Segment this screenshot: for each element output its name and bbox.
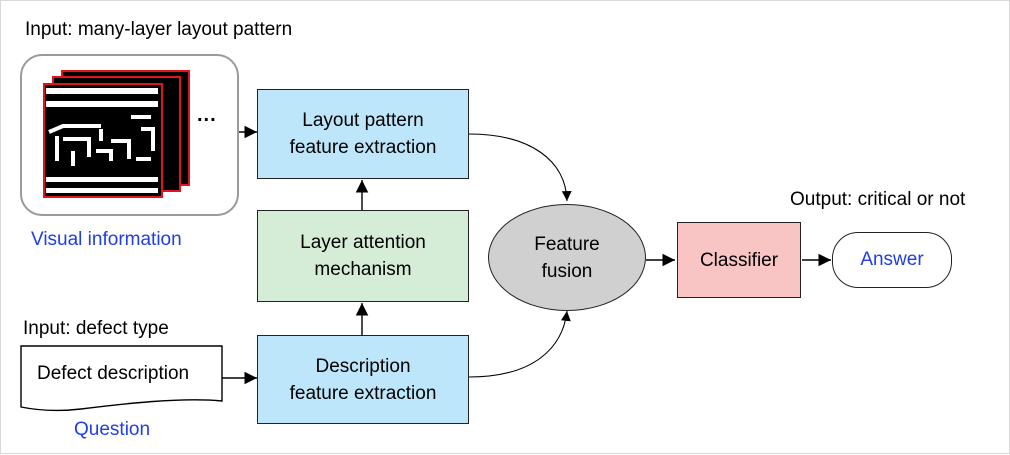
more-layers-ellipsis: ... <box>197 104 217 126</box>
fusion-line-1: Feature <box>534 233 600 255</box>
visual-information-label: Visual information <box>31 229 182 250</box>
attention-line-1: Layer attention <box>300 232 426 253</box>
description-feature-line-2: feature extraction <box>289 382 437 404</box>
output-label: Output: critical or not <box>790 189 966 210</box>
layout-feature-extraction-box: Layout pattern feature extraction <box>257 89 469 179</box>
answer-terminal: Answer <box>832 232 952 288</box>
question-label: Question <box>74 419 151 440</box>
layer-attention-box: Layer attention mechanism <box>257 210 469 302</box>
description-feature-line-1: Description <box>315 355 411 377</box>
defect-description-document-shape <box>20 345 223 412</box>
input-defect-label: Input: defect type <box>23 318 169 339</box>
arrow-description-to-fusion <box>468 310 571 378</box>
classifier-box: Classifier <box>677 222 801 298</box>
answer-label: Answer <box>860 249 924 270</box>
arrow-layout-to-fusion <box>468 133 572 202</box>
layout-feature-line-2: feature extraction <box>289 137 437 158</box>
classifier-label: Classifier <box>699 249 779 271</box>
layout-feature-line-1: Layout pattern <box>302 110 424 131</box>
input-layout-label: Input: many-layer layout pattern <box>25 19 293 40</box>
defect-description-text: Defect description <box>37 363 190 384</box>
fusion-line-2: fusion <box>541 260 593 282</box>
description-feature-extraction-box: Description feature extraction <box>257 335 469 424</box>
feature-fusion-ellipse: Feature fusion <box>488 204 646 311</box>
attention-line-2: mechanism <box>314 259 412 280</box>
